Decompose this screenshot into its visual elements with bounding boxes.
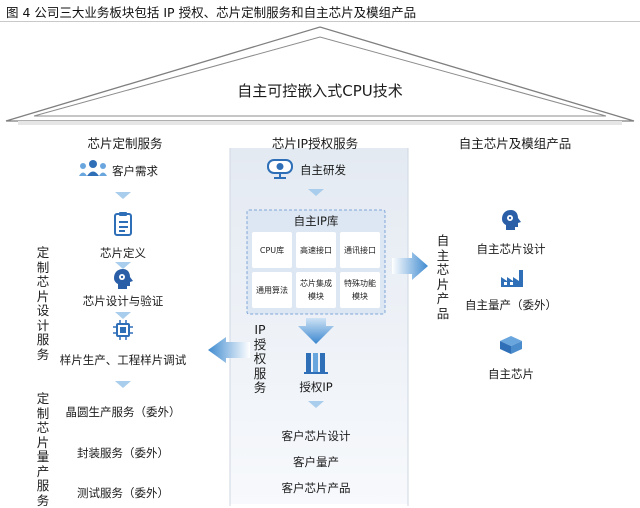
ip-column-title: 芯片IP授权服务 (271, 136, 359, 151)
custom-chevrons (115, 192, 131, 388)
lib-cell-algorithm: 通用算法 (252, 272, 292, 308)
step-customer-need: 客户需求 (112, 164, 158, 178)
step-packaging: 封装服务（委外） (77, 446, 169, 460)
side-label-own-chips: 自主芯片产品 (436, 233, 450, 321)
roof-inner (33, 36, 607, 117)
step-testing: 测试服务（委外） (77, 486, 169, 500)
side-label-custom-design: 定制芯片设计服务 (36, 245, 50, 362)
customers-icon (79, 160, 107, 176)
custom-column-title: 芯片定制服务 (87, 136, 163, 151)
brain-gear-icon-own (502, 210, 521, 230)
own-chips: 自主芯片 (488, 367, 534, 381)
ip-licensed: 授权IP (299, 380, 333, 394)
step-wafer-production: 晶圆生产服务（委外） (65, 405, 181, 419)
checklist-icon (114, 212, 132, 236)
brain-gear-icon (114, 269, 133, 289)
chip-icon (113, 320, 133, 340)
own-mass-production: 自主量产（委外） (465, 298, 557, 312)
step-chip-definition: 芯片定义 (100, 246, 146, 260)
ip-research: 自主研发 (300, 163, 346, 177)
factory-icon (501, 270, 523, 287)
side-label-ip-licensing: IP授权服务 (253, 322, 267, 395)
product-box-icon (500, 336, 522, 354)
figure-caption: 图 4 公司三大业务板块包括 IP 授权、芯片定制服务和自主芯片及模组产品 (6, 5, 417, 20)
step-sample-production: 样片生产、工程样片调试 (59, 353, 187, 367)
ip-outcome-mass-production: 客户量产 (293, 455, 339, 469)
ip-outcome-design: 客户芯片设计 (281, 429, 351, 443)
ip-library-title: 自主IP库 (293, 214, 339, 228)
lib-cell-special: 特殊功能模块 (340, 272, 380, 308)
caption-rule (0, 21, 640, 22)
binders-icon (304, 353, 328, 374)
to-custom-arrow (208, 337, 250, 363)
own-column-title: 自主芯片及模组产品 (458, 136, 572, 151)
lib-cell-integration: 芯片集成模块 (296, 272, 336, 308)
step-design-verification: 芯片设计与验证 (82, 294, 164, 308)
lib-cell-cpu: CPU库 (252, 232, 292, 268)
lib-cell-highspeed: 高速接口 (296, 232, 336, 268)
roof-title: 自主可控嵌入式CPU技术 (237, 82, 403, 100)
lib-cell-comm: 通讯接口 (340, 232, 380, 268)
ip-chevrons (308, 189, 324, 408)
library-down-arrow (298, 318, 334, 344)
research-chip-icon (267, 159, 293, 179)
own-chip-design: 自主芯片设计 (476, 242, 546, 256)
ip-outcome-product: 客户芯片产品 (281, 481, 351, 495)
side-label-custom-production: 定制芯片量产服务 (36, 391, 50, 508)
beam (18, 121, 622, 125)
to-own-arrow (392, 252, 428, 280)
